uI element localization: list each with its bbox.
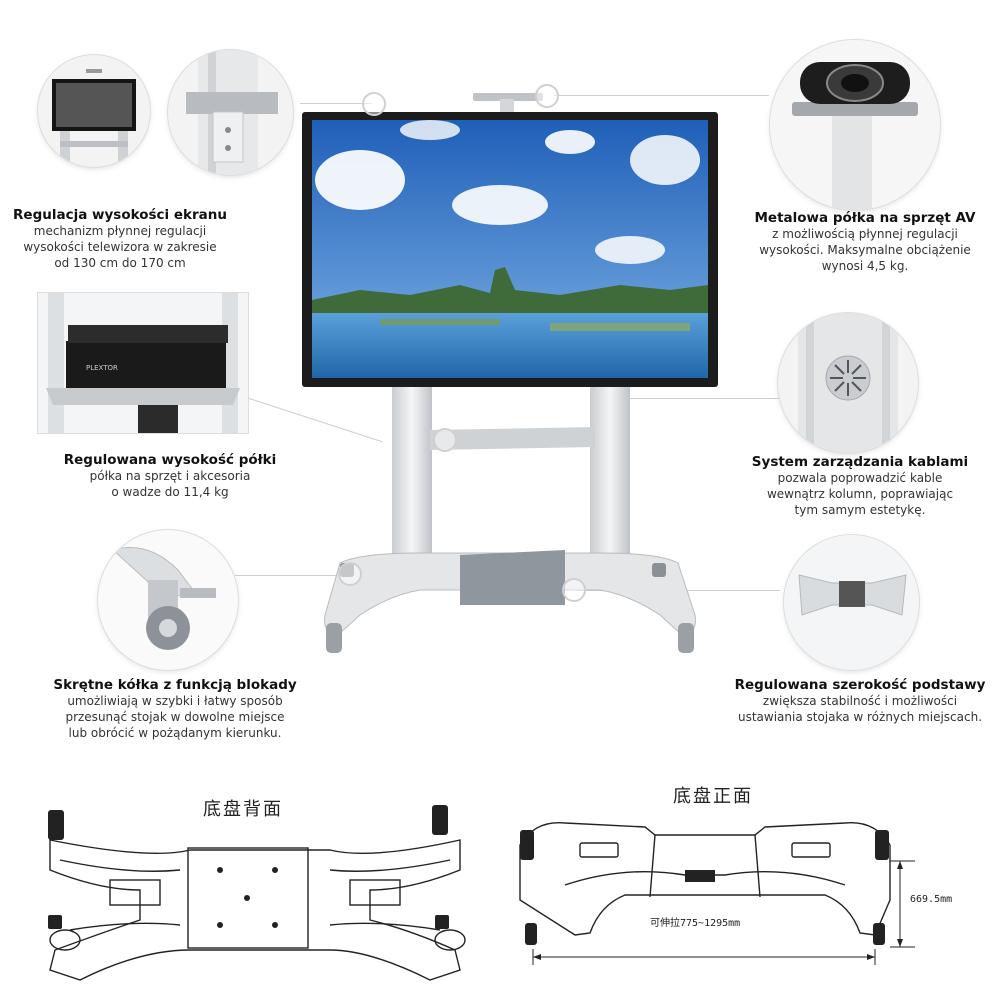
connector-line	[554, 95, 769, 96]
feature-title: Skrętne kółka z funkcją blokady	[53, 677, 297, 693]
tv-stand-illustration	[302, 93, 718, 653]
feature-shelf-height: Regulowana wysokość półki półka na sprzę…	[50, 452, 290, 500]
feature-title: Regulowana szerokość podstawy	[734, 677, 986, 693]
dvd-brand-label: PLEXTOR	[86, 364, 118, 372]
feature-title: Regulowana wysokość półki	[63, 452, 277, 468]
base-back-diagram	[48, 805, 466, 981]
base-back-label: 底盘背面	[203, 799, 283, 820]
feature-av-shelf: Metalowa półka na sprzęt AV z możliwości…	[745, 210, 985, 274]
connector-line	[235, 575, 345, 576]
feature-title: System zarządzania kablami	[751, 454, 969, 470]
height-dimension-label: 669.5mm	[910, 894, 953, 905]
base-front-diagram	[519, 821, 915, 965]
feature-description: umożliwiają w szybki i łatwy sposób prze…	[65, 694, 285, 740]
highlight-ring	[535, 84, 559, 108]
feature-description: mechanizm płynnej regulacji wysokości te…	[23, 224, 217, 270]
base-width-photo	[784, 535, 919, 670]
connector-line	[630, 398, 780, 399]
feature-screen-height: Regulacja wysokości ekranu mechanizm pły…	[0, 207, 240, 271]
cable-management-photo	[778, 313, 918, 453]
feature-description: pozwala poprowadzić kable wewnątrz kolum…	[766, 471, 954, 517]
feature-title: Regulacja wysokości ekranu	[13, 207, 227, 223]
camera-shelf-photo	[770, 40, 940, 210]
highlight-ring	[338, 562, 362, 586]
feature-title: Metalowa półka na sprzęt AV	[754, 210, 976, 226]
highlight-ring	[433, 428, 457, 452]
caster-wheel-photo	[98, 530, 238, 670]
feature-description: zwiększa stabilność i możliwości ustawia…	[737, 694, 983, 724]
feature-description: półka na sprzęt i akcesoria o wadze do 1…	[89, 469, 251, 499]
connector-line	[300, 103, 372, 104]
column-mechanism-photo	[168, 50, 293, 175]
feature-description: z możliwością płynnej regulacji wysokośc…	[759, 227, 971, 273]
feature-casters: Skrętne kółka z funkcją blokady umożliwi…	[45, 677, 305, 741]
dvd-shelf-photo: PLEXTOR	[38, 293, 248, 433]
width-dimension-label: 可伸拉775~1295mm	[650, 918, 741, 929]
feature-cable-management: System zarządzania kablami pozwala popro…	[725, 454, 995, 518]
highlight-ring	[362, 92, 386, 116]
highlight-ring	[562, 578, 586, 602]
feature-base-width: Regulowana szerokość podstawy zwiększa s…	[720, 677, 1000, 725]
tv-height-photo	[38, 55, 150, 167]
base-front-label: 底盘正面	[673, 786, 753, 807]
